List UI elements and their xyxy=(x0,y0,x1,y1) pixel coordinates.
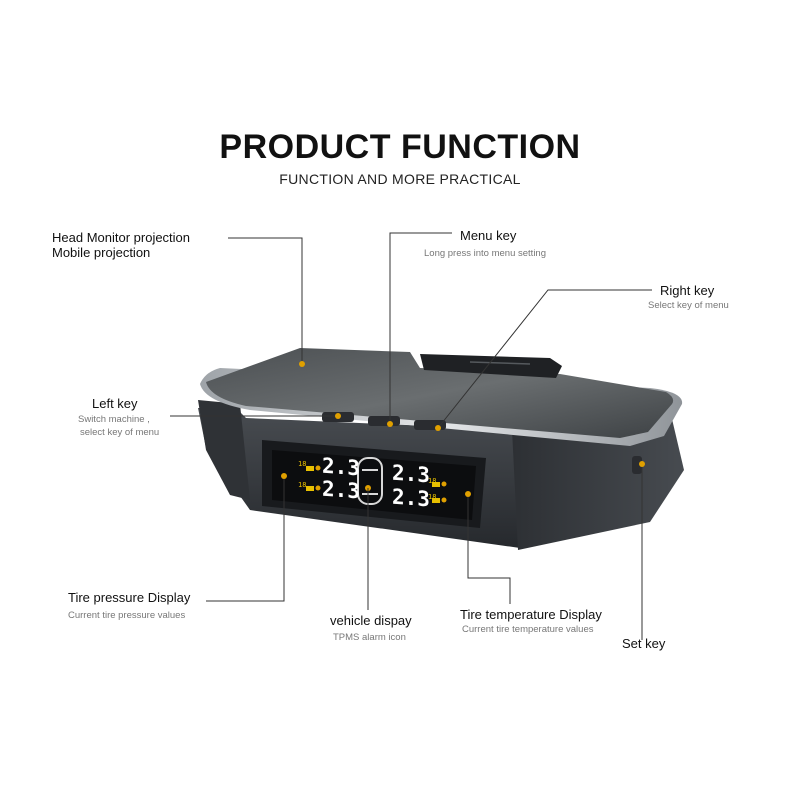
desc-menu-key: Long press into menu setting xyxy=(424,248,546,259)
label-vehicle-display: vehicle dispay xyxy=(330,613,412,628)
desc-left-key-line2: select key of menu xyxy=(80,427,160,438)
page-subtitle: FUNCTION AND MORE PRACTICAL xyxy=(279,171,521,187)
marker-temp-left-top xyxy=(315,465,321,471)
callout-marker-dots xyxy=(281,361,645,503)
callout-line-head-monitor xyxy=(228,237,303,364)
label-tire-temperature-display: Tire temperature Display xyxy=(460,607,602,622)
device-left-side xyxy=(198,400,250,500)
callout-line-pressure xyxy=(206,476,285,602)
marker-set xyxy=(639,461,645,467)
label-tire-pressure-display: Tire pressure Display xyxy=(68,590,191,605)
lcd-pressure-rear-left: 2.3 xyxy=(322,476,360,504)
marker-temp-left-bottom xyxy=(315,485,321,491)
label-left-key: Left key xyxy=(92,396,138,411)
lcd-temp-left-bottom: 18 xyxy=(298,481,307,489)
lcd-screen xyxy=(272,450,476,520)
label-set-key: Set key xyxy=(622,636,666,651)
desc-tire-temperature-display: Current tire temperature values xyxy=(462,624,594,635)
projection-plate xyxy=(206,348,674,438)
lcd-pressure-rear-right: 2.3 xyxy=(392,484,430,512)
page-title: PRODUCT FUNCTION xyxy=(219,128,581,166)
lcd-car-icon xyxy=(357,457,383,505)
label-head-monitor-projection: Head Monitor projection xyxy=(52,230,191,245)
lcd-temp-right-top: 18 xyxy=(428,477,437,485)
marker-right xyxy=(435,425,441,431)
rear-logo-bar xyxy=(420,354,562,378)
set-key-button xyxy=(632,456,642,474)
marker-left xyxy=(335,413,341,419)
lcd-temp-right-bottom: 18 xyxy=(428,493,437,501)
desc-right-key: Select key of menu xyxy=(648,300,729,311)
callout-lines xyxy=(170,232,652,640)
label-mobile-projection: Mobile projection xyxy=(52,245,151,260)
desc-left-key-line1: Switch machine , xyxy=(78,414,150,425)
marker-temp-right-bottom xyxy=(441,497,447,503)
desc-tire-pressure-display: Current tire pressure values xyxy=(68,610,186,621)
right-key-button xyxy=(414,420,446,430)
menu-key-button xyxy=(368,416,400,426)
marker-temp-right-top xyxy=(441,481,447,487)
lcd-pressure-front-right: 2.3 xyxy=(392,460,430,488)
lcd-temp-left-top: 18 xyxy=(298,460,307,468)
marker-temperature xyxy=(465,491,471,497)
marker-pressure xyxy=(281,473,287,479)
label-menu-key: Menu key xyxy=(460,228,517,243)
callout-line-menu xyxy=(389,232,452,424)
marker-menu xyxy=(387,421,393,427)
marker-head-monitor xyxy=(299,361,305,367)
desc-vehicle-display: TPMS alarm icon xyxy=(333,632,406,643)
callout-line-temperature xyxy=(467,494,511,604)
callout-line-right xyxy=(437,289,652,429)
label-right-key: Right key xyxy=(660,283,715,298)
